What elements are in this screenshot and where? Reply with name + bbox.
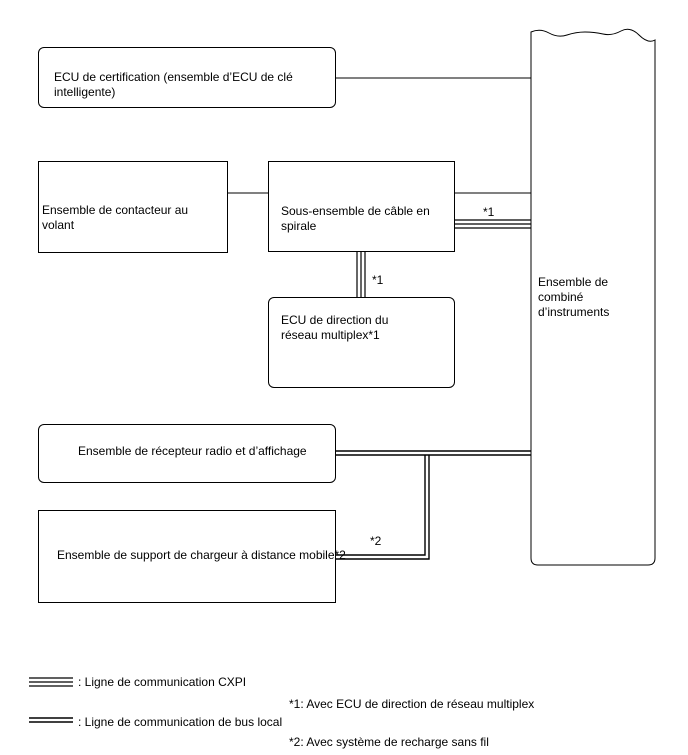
certification-ecu-label: ECU de certification (ensemble d’ECU de … [54,70,293,99]
steering-switch-box [38,161,228,253]
marker-spiral-to-multiplex: *1 [372,273,384,287]
footnote-2: *2: Avec système de recharge sans fil [289,735,489,749]
radio-receiver-box [38,424,336,483]
multiplex-ecu-label: ECU de direction du réseau multiplex*1 [281,313,389,342]
wireless-charger-label: Ensemble de support de chargeur à distan… [57,548,346,562]
legend-cxpi-label: : Ligne de communication CXPI [78,675,247,689]
combination-meter-outline [530,28,656,566]
spiral-cable-box [268,161,455,252]
combination-meter-label: Ensemble de combiné d’instruments [538,275,610,319]
legend-local-bus-label: : Ligne de communication de bus local [78,715,283,729]
local-bus-radio-to-meter [336,450,531,456]
wireless-charger-box [38,510,336,603]
radio-receiver-label: Ensemble de récepteur radio et d’afficha… [78,444,307,458]
multiplex-ecu-box [268,297,455,388]
cxpi-line-spiral-to-multiplex [356,252,366,297]
legend-local-bus-line-sample [29,717,73,723]
footnote-1: *1: Avec ECU de direction de réseau mult… [289,697,535,711]
local-bus-charger-to-bus [336,455,430,560]
marker-charger-to-bus: *2 [370,534,382,548]
cxpi-line-spiral-to-meter [455,219,531,229]
spiral-cable-label: Sous-ensemble de câble en spirale [281,204,430,233]
steering-switch-label: Ensemble de contacteur au volant [42,203,189,232]
legend-cxpi-line-sample [29,677,73,687]
marker-spiral-to-meter: *1 [483,205,495,219]
certification-ecu-box [38,47,336,108]
